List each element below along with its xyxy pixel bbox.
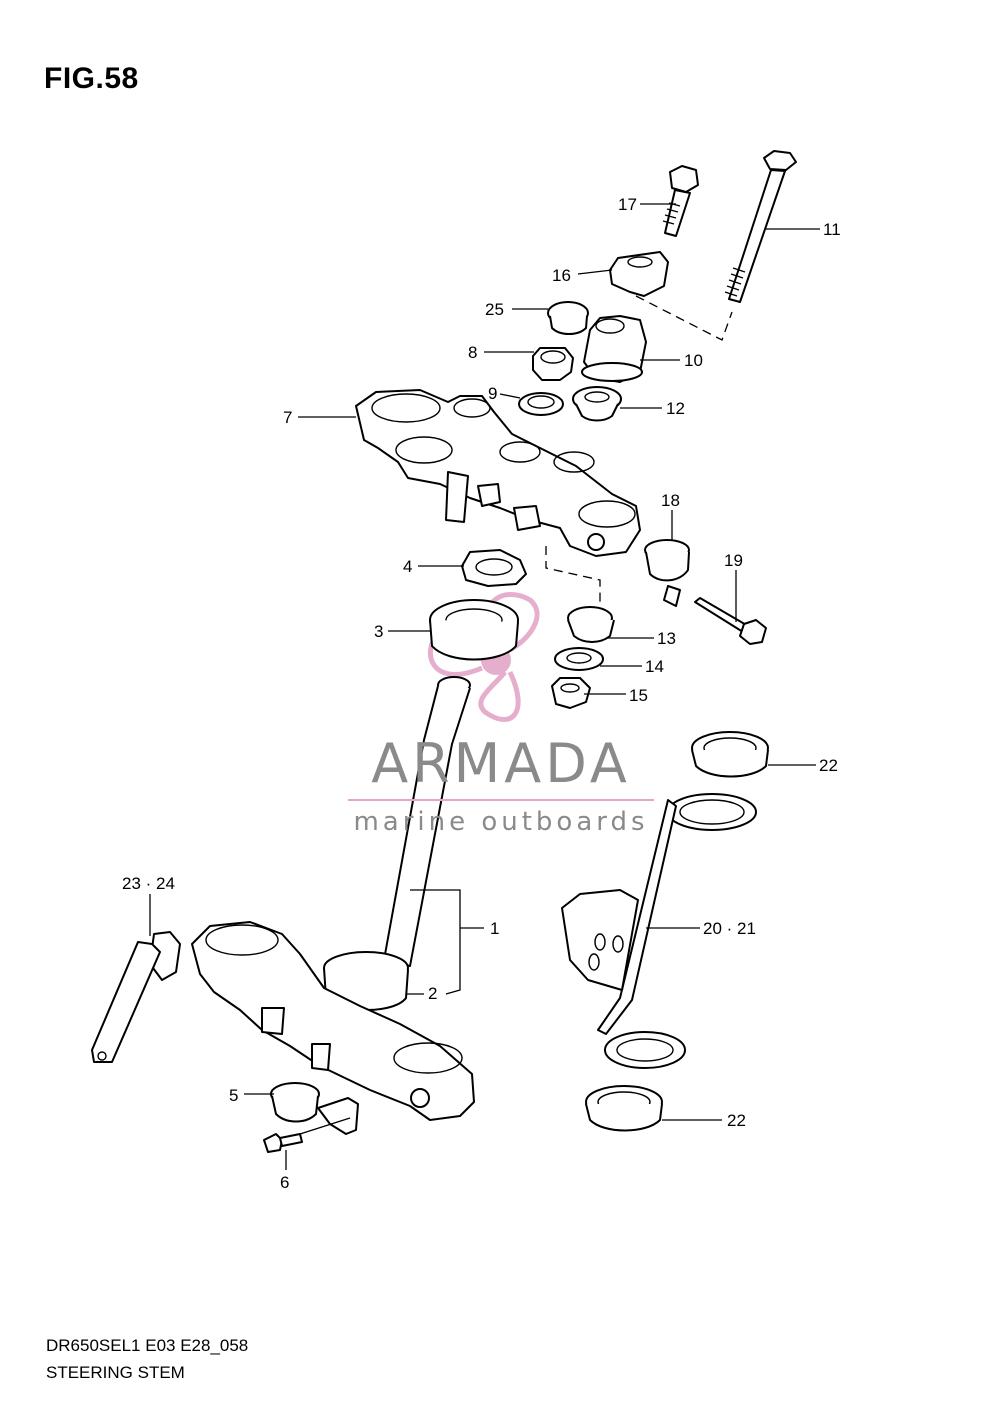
callout-19: 19: [724, 551, 743, 570]
callout-12: 12: [666, 399, 685, 418]
callout-22-lower: 22: [727, 1111, 746, 1130]
part-11-long-bolt: [724, 150, 797, 303]
part-19-bolt: [694, 597, 767, 645]
part-6-bolt: [263, 1133, 303, 1153]
callout-6: 6: [280, 1173, 289, 1192]
part-1-lower-bracket: [191, 921, 475, 1121]
part-7-upper-bracket: [355, 389, 641, 557]
callout-5: 5: [229, 1086, 238, 1105]
callout-20-21: 20 · 21: [703, 919, 756, 938]
callout-14: 14: [645, 657, 664, 676]
callout-16: 16: [552, 266, 571, 285]
model-code: DR650SEL1 E03 E28_058: [46, 1336, 249, 1355]
callout-11: 11: [823, 220, 841, 239]
callout-15: 15: [629, 686, 648, 705]
callout-2: 2: [428, 984, 437, 1003]
callout-23-24: 23 · 24: [122, 874, 175, 893]
part-10-handlebar-holder-lower: [581, 315, 647, 383]
part-4-steering-stem-nut: [461, 549, 527, 587]
callout-13: 13: [657, 629, 676, 648]
part-20-21-bracket: [561, 793, 757, 1069]
callout-22-upper: 22: [819, 756, 838, 775]
part-5-clamp: [270, 1082, 359, 1135]
part-17-bolt: [662, 165, 699, 237]
callout-18: 18: [661, 491, 680, 510]
assembly-line-10-11: [635, 295, 733, 341]
part-25-cap: [547, 301, 589, 335]
assembly-name: STEERING STEM: [46, 1363, 185, 1382]
callout-3: 3: [374, 622, 383, 641]
callout-4: 4: [403, 557, 412, 576]
watermark-divider: [348, 799, 654, 801]
part-9-washer: [518, 392, 564, 416]
watermark-tagline: marine outboards: [353, 807, 649, 837]
callout-10: 10: [684, 351, 703, 370]
callout-25: 25: [485, 300, 504, 319]
part-12-cushion: [572, 386, 622, 422]
leader-lines: [149, 203, 820, 1170]
callout-17: 17: [618, 195, 637, 214]
watermark-brand: ARMADA: [371, 732, 631, 795]
footer: DR650SEL1 E03 E28_058 STEERING STEM: [46, 1332, 248, 1386]
callout-1: 1: [490, 919, 499, 938]
part-16-handlebar-holder: [609, 251, 669, 297]
part-3-bearing: [429, 599, 519, 661]
part-15-nut: [551, 677, 591, 709]
callout-8: 8: [468, 343, 477, 362]
part-1-steering-stem: [323, 676, 471, 1011]
figure-title: FIG.58: [44, 62, 139, 95]
part-23-24-bracket: [91, 931, 181, 1063]
part-14-washer: [554, 647, 604, 671]
part-8-nut: [532, 347, 574, 381]
part-22-grommet-upper: [691, 731, 769, 778]
part-22-grommet-lower: [585, 1085, 663, 1132]
callout-9: 9: [488, 384, 497, 403]
part-18-clamp: [644, 539, 690, 607]
watermark: ARMADA marine outboards: [346, 732, 656, 837]
assembly-line-7-13: [545, 546, 601, 604]
callout-7: 7: [283, 408, 292, 427]
part-13-cushion: [567, 606, 615, 643]
